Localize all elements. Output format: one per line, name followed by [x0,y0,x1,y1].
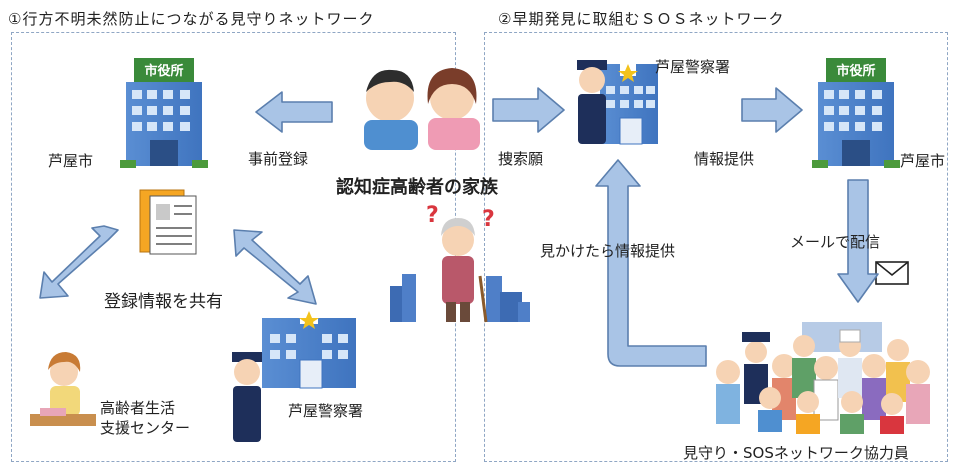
police-station-left-icon [232,308,356,442]
info-provision-label: 情報提供 [694,150,755,168]
mail-delivery-label: メールで配信 [790,233,881,251]
elderly-person-icon: ? ? [390,203,530,323]
city-right-label: 芦屋市 [900,152,946,170]
arrow-share-left [39,225,119,299]
arrow-pre-registration [255,91,333,133]
panel-right-title: ②早期発見に取組むＳＯＳネットワーク [498,10,785,28]
svg-text:?: ? [426,203,439,228]
search-request-label: 捜索願 [498,150,544,168]
city-hall-left-icon: 市役所 [120,58,208,168]
city-hall-right-icon: 市役所 [812,58,900,168]
seen-info-label: 見かけたら情報提供 [540,242,676,260]
cooperators-label: 見守り・SOSネットワーク協力員 [683,444,909,462]
city-left-label: 芦屋市 [48,152,94,170]
city-hall-sign-left: 市役所 [144,63,183,79]
support-center-worker-icon [30,352,96,426]
arrow-seen-info [595,159,707,367]
arrow-info-provision [741,87,803,133]
pre-registration-label: 事前登録 [248,150,309,168]
arrow-share-right [233,229,317,305]
support-center-label: 高齢者生活 支援センター [100,399,191,437]
family-label: 認知症高齢者の家族 [336,177,498,198]
police-right-label: 芦屋警察署 [655,58,731,76]
svg-text:?: ? [482,207,495,232]
city-hall-sign-right: 市役所 [836,63,875,79]
police-left-label: 芦屋警察署 [288,402,364,420]
mail-envelope-icon [875,261,909,285]
arrow-mail-delivery [837,179,879,303]
registration-binder-icon [139,189,197,255]
cooperators-crowd-icon [716,322,930,434]
panel-right [484,32,948,462]
share-info-label: 登録情報を共有 [104,292,223,312]
police-station-right-icon [577,60,658,145]
arrow-search-request [492,87,565,133]
panel-left-title: ①行方不明未然防止につながる見守りネットワーク [8,10,375,28]
family-icon [364,68,480,150]
